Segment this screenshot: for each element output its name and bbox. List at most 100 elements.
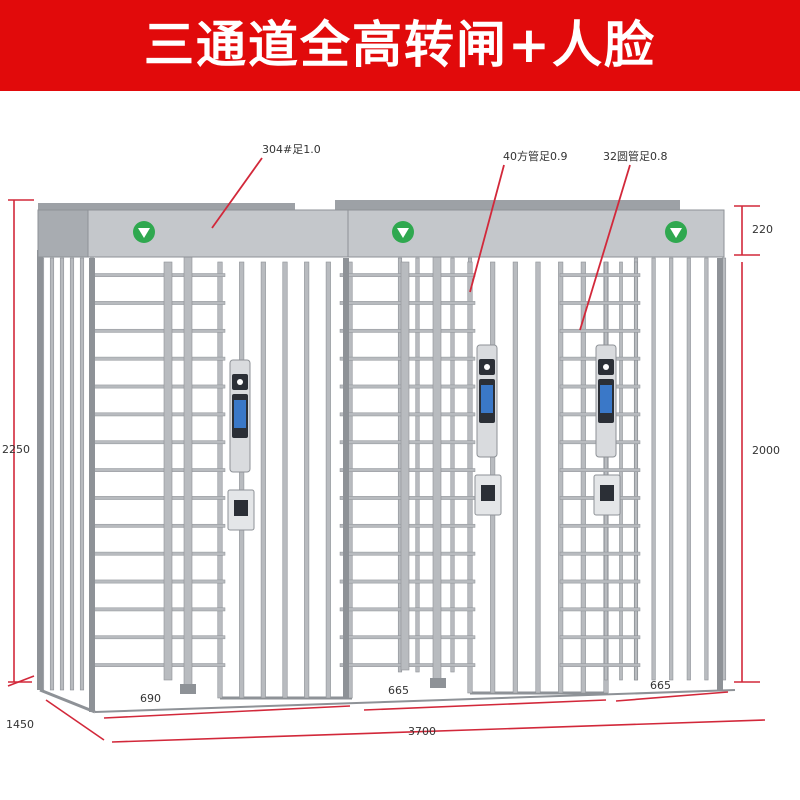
vertical-bar [558, 261, 564, 694]
vertical-bar [239, 261, 245, 699]
callout-leader [469, 164, 505, 293]
vertical-bar [217, 261, 223, 699]
frame-column [343, 258, 349, 698]
vertical-bar [651, 257, 656, 681]
callout-leader [579, 164, 631, 331]
rotor-arm [559, 607, 641, 612]
rotor-arm [91, 384, 226, 389]
rotor-arm [91, 301, 226, 305]
vertical-bar [467, 261, 473, 694]
vertical-bar [686, 257, 691, 681]
rotor-arm [91, 607, 226, 612]
rotor-arm [91, 496, 226, 500]
arrow-glyph [138, 228, 150, 238]
callout-foot-spec: 304#足1.0 [262, 143, 321, 156]
rotor-arm [91, 356, 226, 361]
vertical-bar [49, 257, 55, 691]
card-reader-icon [600, 485, 614, 501]
cap-top [88, 203, 295, 210]
cap-face-left [87, 209, 349, 258]
rotor-post [163, 261, 173, 681]
dim-label-inner-height: 2000 [752, 444, 780, 457]
terminal-screen [234, 400, 246, 428]
rotor-arm [91, 468, 226, 472]
vertical-bar [325, 261, 331, 699]
vertical-bar [79, 257, 85, 691]
rotor-base [430, 678, 446, 688]
camera-lens [484, 364, 490, 370]
dimension-lines [7, 157, 766, 743]
rotor-arm [559, 468, 641, 472]
vertical-bar [69, 257, 75, 691]
dimension-line [111, 719, 766, 743]
rotor-arm [91, 440, 226, 445]
rotor-arm [559, 579, 641, 584]
dimension-line [45, 699, 105, 741]
camera-lens [237, 379, 243, 385]
rotor-arm [559, 663, 641, 667]
dim-label-total-width: 3700 [408, 725, 436, 738]
rotor-arm [559, 635, 641, 640]
arrow-glyph [397, 228, 409, 238]
rotor-post [400, 261, 410, 671]
base-rail [39, 688, 96, 714]
vertical-bar [415, 257, 420, 673]
vertical-bar [282, 261, 288, 699]
dim-label-cap-height: 220 [752, 223, 773, 236]
cap-top [335, 200, 680, 210]
rotor-arm [91, 551, 226, 556]
frame-column [717, 258, 723, 690]
callout-square-tube: 40方管足0.9 [503, 149, 568, 163]
base-rail [94, 689, 736, 713]
rotor-arm [91, 635, 226, 640]
terminal-layer [227, 344, 621, 531]
card-reader-icon [481, 485, 495, 501]
rotor-arm [559, 301, 641, 305]
vertical-bar [512, 261, 518, 694]
rotor-arm [91, 663, 226, 667]
vertical-bar [669, 257, 674, 681]
dimension-line [103, 705, 351, 719]
cap-top [38, 203, 88, 210]
rotor-arm [559, 328, 641, 333]
dim-label-lane-right: 665 [650, 679, 671, 692]
rotor-arm [559, 273, 641, 277]
rotor-post [183, 249, 193, 691]
arrow-glyph [670, 228, 682, 238]
terminal-screen [481, 385, 493, 413]
dimension-line [363, 699, 607, 711]
title-banner [0, 0, 800, 91]
camera-lens [603, 364, 609, 370]
rotor-arm [559, 523, 641, 528]
page-title: 三通道全高转闸+人脸 [144, 16, 656, 74]
rotor-post [432, 249, 442, 686]
rotor-arm [91, 523, 226, 528]
dim-label-total-height: 2250 [2, 443, 30, 456]
dimension-line [7, 675, 35, 687]
dim-label-depth: 1450 [6, 718, 34, 731]
terminal-screen [600, 385, 612, 413]
rotor-base [180, 684, 196, 694]
vertical-bar [450, 257, 455, 673]
rotor-arm [91, 328, 226, 333]
frame-column [37, 250, 43, 690]
dimension-line [615, 691, 729, 702]
dim-label-lane-middle: 665 [388, 684, 409, 697]
vertical-bar [535, 261, 541, 694]
vertical-bar [304, 261, 310, 699]
rotor-arm [91, 579, 226, 584]
rotor-arm [91, 412, 226, 417]
vertical-bar [704, 257, 709, 681]
vertical-bar [580, 261, 586, 694]
card-reader-icon [234, 500, 248, 516]
turnstile-frame [37, 200, 736, 714]
callout-leader [211, 157, 263, 229]
rotor-arm [559, 551, 641, 556]
vertical-bar [260, 261, 266, 699]
callout-round-tube: 32圆管足0.8 [603, 149, 668, 163]
dim-label-lane-left: 690 [140, 692, 161, 705]
cap-side [37, 209, 89, 258]
frame-column [89, 258, 95, 712]
